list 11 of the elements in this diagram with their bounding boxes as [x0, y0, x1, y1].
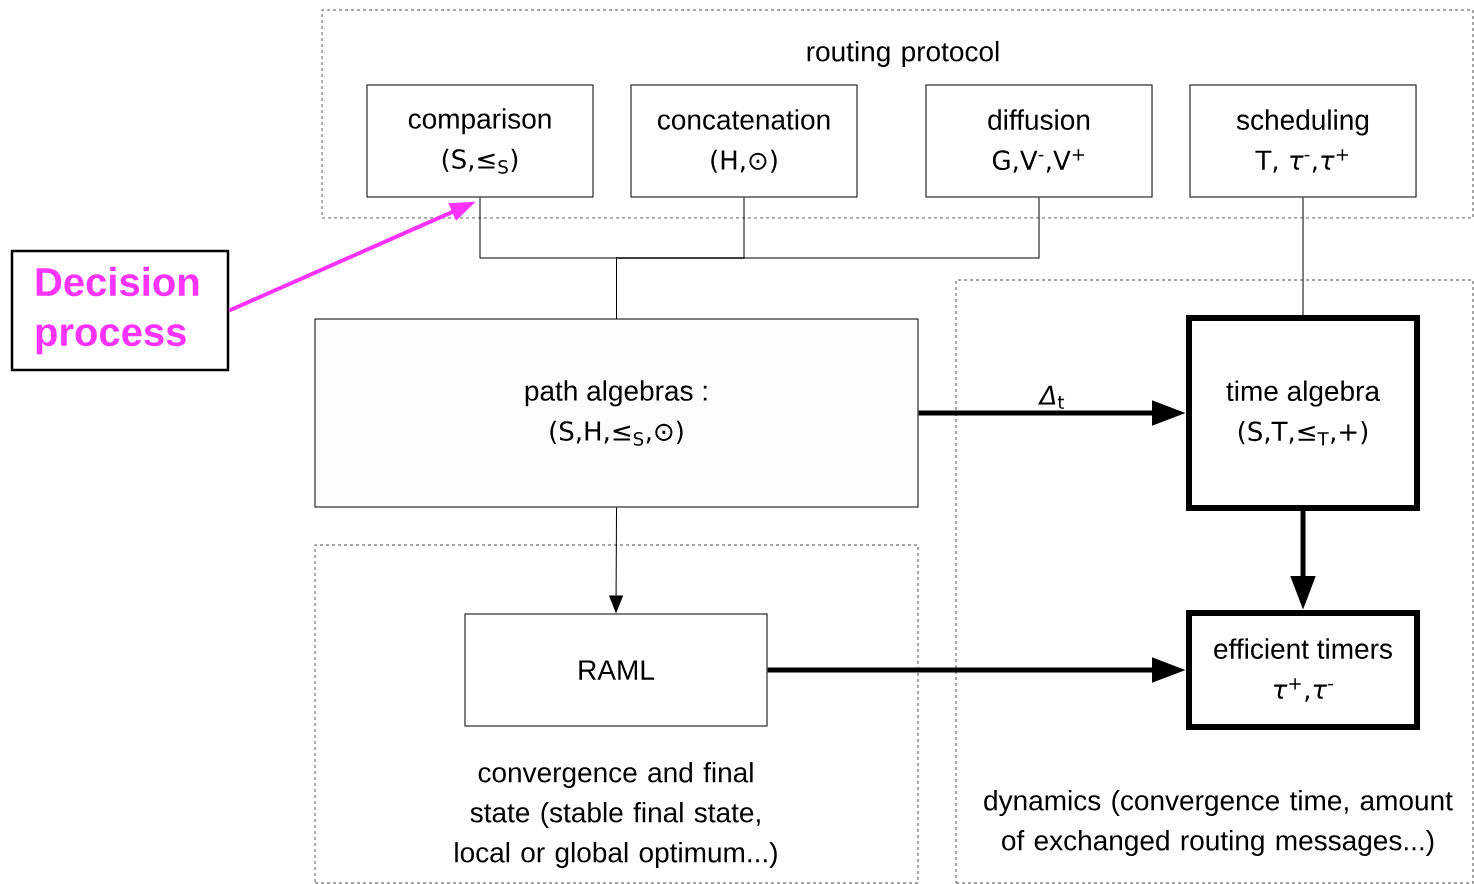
process-box: RAML: [464, 613, 768, 727]
process-box: diffusion G,V$^{-}$,V$^{+}$: [925, 84, 1153, 198]
arrow: [609, 507, 623, 613]
process-box: scheduling T, τ$^{-}$,τ$^{+}$: [1189, 84, 1417, 198]
edge-label: Δ$_{t}$: [1037, 384, 1066, 410]
process-box: concatenation (H,⊙): [630, 84, 858, 198]
process-box: time algebra (S,T,≤$_{T}$,+): [1186, 315, 1420, 511]
process-box: efficient timers τ$^{+}$,τ$^{-}$: [1186, 610, 1420, 730]
process-box: path algebras : (S,H,≤$_{S}$,⊙): [314, 318, 919, 508]
callout-box: Decision process: [10, 249, 230, 372]
process-box: comparison (S,≤$_{S}$): [366, 84, 594, 198]
